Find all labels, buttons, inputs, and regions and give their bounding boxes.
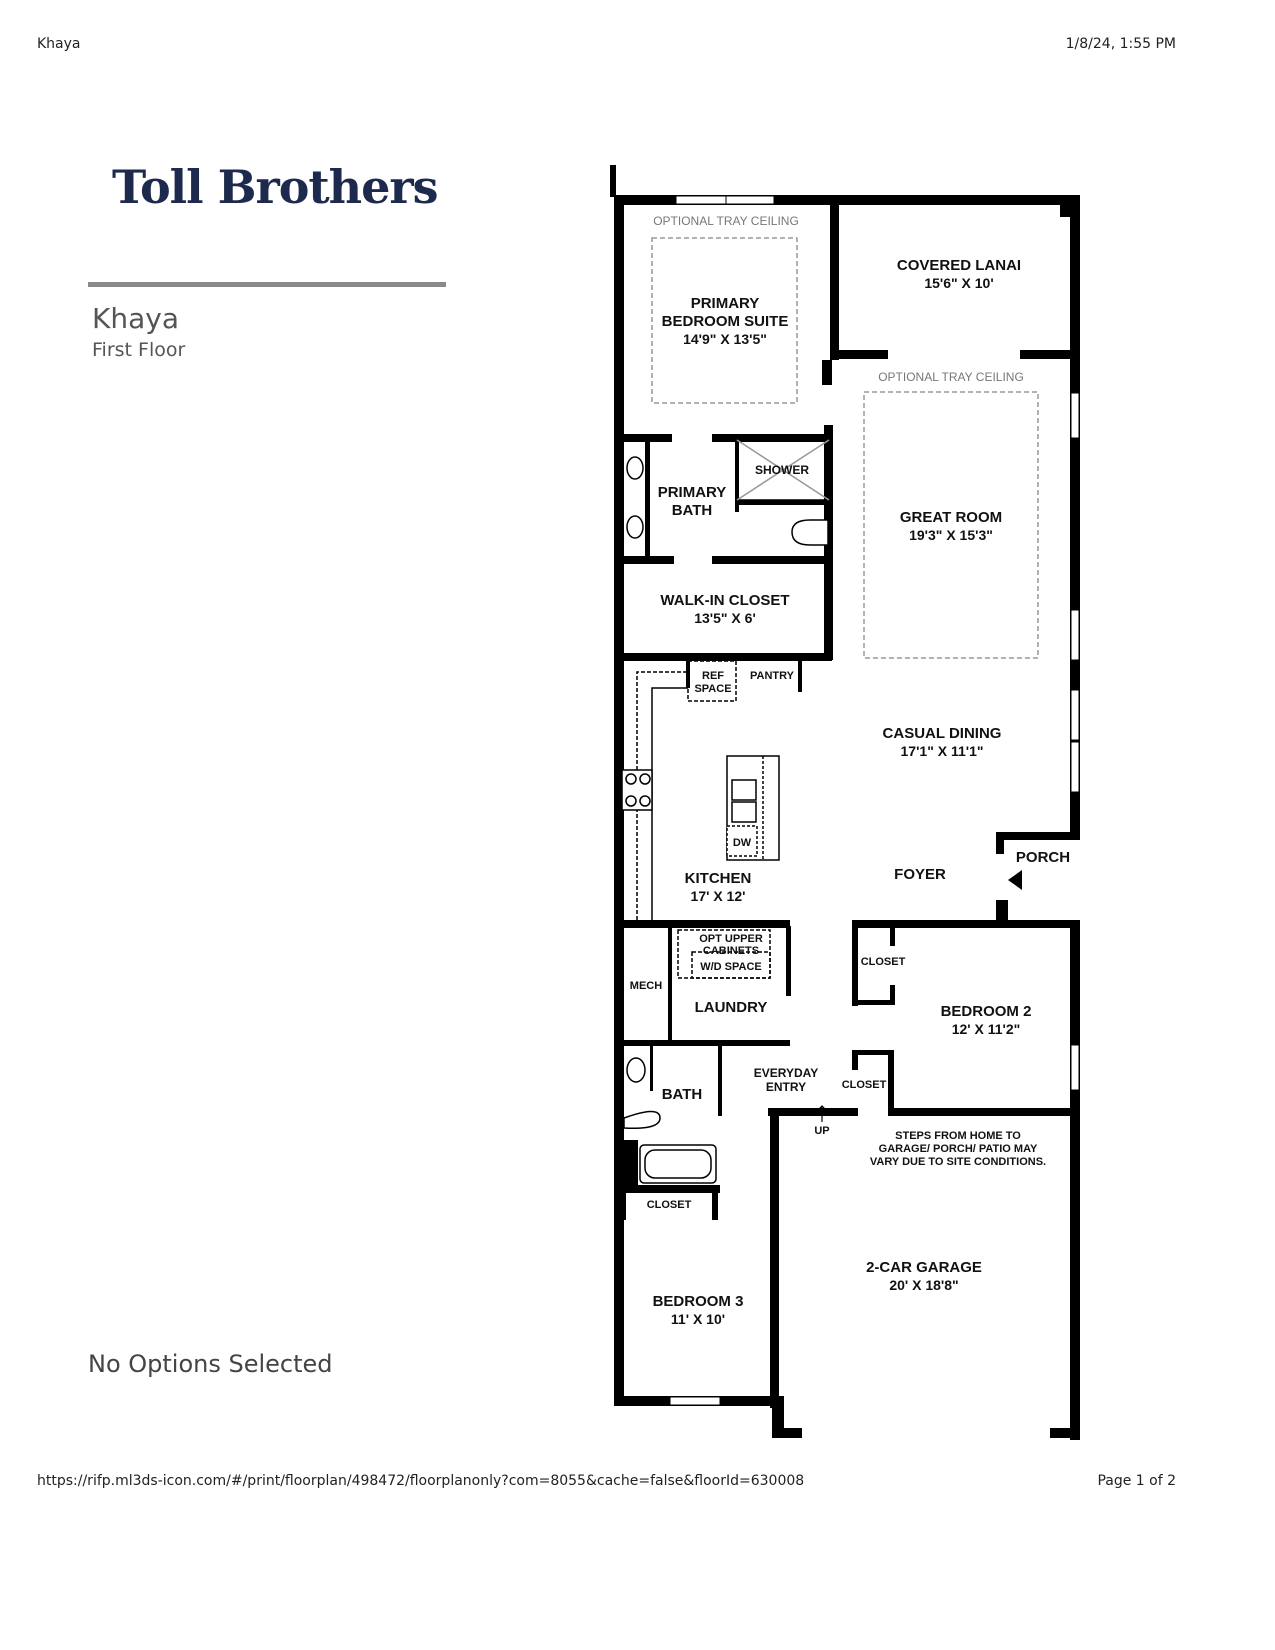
label-ref-space: SPACE <box>694 683 731 695</box>
label-foyer: FOYER <box>894 866 946 883</box>
divider-rule <box>88 282 446 287</box>
label-primary-bath-2: BATH <box>672 502 713 519</box>
dim-primary-bedroom: 14'9" X 13'5" <box>683 331 767 347</box>
label-bedroom2: BEDROOM 2 <box>941 1003 1032 1020</box>
label-up: UP <box>814 1125 829 1137</box>
tray-ceiling-outlines <box>651 237 1039 659</box>
label-primary-bedroom-1: PRIMARY <box>691 295 760 312</box>
options-status: No Options Selected <box>88 1350 333 1378</box>
label-covered-lanai: COVERED LANAI <box>897 257 1021 274</box>
plan-name: Khaya <box>92 302 179 335</box>
label-great-tray: OPTIONAL TRAY CEILING <box>878 370 1024 384</box>
label-closet-bedroom3: CLOSET <box>647 1199 692 1211</box>
label-dw: DW <box>733 837 752 849</box>
fixtures <box>621 439 830 1184</box>
label-great-room: GREAT ROOM <box>900 509 1002 526</box>
windows <box>669 195 1080 1406</box>
label-cabinets: CABINETS <box>703 945 759 957</box>
label-closet-bedroom2: CLOSET <box>861 956 906 968</box>
note-steps-3: VARY DUE TO SITE CONDITIONS. <box>870 1156 1046 1168</box>
label-casual-dining: CASUAL DINING <box>883 725 1002 742</box>
dim-great-room: 19'3" X 15'3" <box>909 527 993 543</box>
entry-arrow-icon <box>1008 870 1022 890</box>
print-timestamp: 1/8/24, 1:55 PM <box>1065 36 1176 52</box>
label-primary-bath-1: PRIMARY <box>658 484 727 501</box>
up-arrow-icon <box>816 1105 828 1122</box>
label-everyday: EVERYDAY <box>754 1066 818 1080</box>
page-url: https://rifp.ml3ds-icon.com/#/print/floo… <box>37 1473 805 1489</box>
dim-bedroom3: 11' X 10' <box>671 1311 725 1327</box>
label-closet-entry: CLOSET <box>842 1079 887 1091</box>
label-ref: REF <box>702 670 724 682</box>
label-mech: MECH <box>630 980 662 992</box>
dim-garage: 20' X 18'8" <box>889 1277 958 1293</box>
page-number: Page 1 of 2 <box>1097 1473 1176 1489</box>
note-steps-2: GARAGE/ PORCH/ PATIO MAY <box>879 1143 1038 1155</box>
dim-walkin-closet: 13'5" X 6' <box>694 610 756 626</box>
toll-brothers-logo: Toll Brothers <box>112 160 438 214</box>
dim-casual-dining: 17'1" X 11'1" <box>901 743 984 759</box>
dim-covered-lanai: 15'6" X 10' <box>924 275 993 291</box>
label-bath: BATH <box>662 1086 703 1103</box>
label-shower: SHOWER <box>755 463 809 477</box>
label-entry: ENTRY <box>766 1080 806 1094</box>
label-porch: PORCH <box>1016 849 1070 866</box>
dim-kitchen: 17' X 12' <box>691 888 746 904</box>
label-wd-space: W/D SPACE <box>700 961 762 973</box>
label-pantry: PANTRY <box>750 670 795 682</box>
dim-bedroom2: 12' X 11'2" <box>952 1021 1021 1037</box>
browser-page-title: Khaya <box>37 36 81 52</box>
interior-walls <box>620 195 1080 1408</box>
label-primary-tray: OPTIONAL TRAY CEILING <box>653 214 799 228</box>
label-opt-upper: OPT UPPER <box>699 933 763 945</box>
label-primary-bedroom-2: BEDROOM SUITE <box>662 313 789 330</box>
label-laundry: LAUNDRY <box>695 999 768 1016</box>
note-steps-1: STEPS FROM HOME TO <box>895 1130 1021 1142</box>
label-bedroom3: BEDROOM 3 <box>653 1293 744 1310</box>
floor-name: First Floor <box>92 339 186 361</box>
label-garage: 2-CAR GARAGE <box>866 1259 982 1276</box>
label-walkin-closet: WALK-IN CLOSET <box>660 592 789 609</box>
label-kitchen: KITCHEN <box>685 870 752 887</box>
